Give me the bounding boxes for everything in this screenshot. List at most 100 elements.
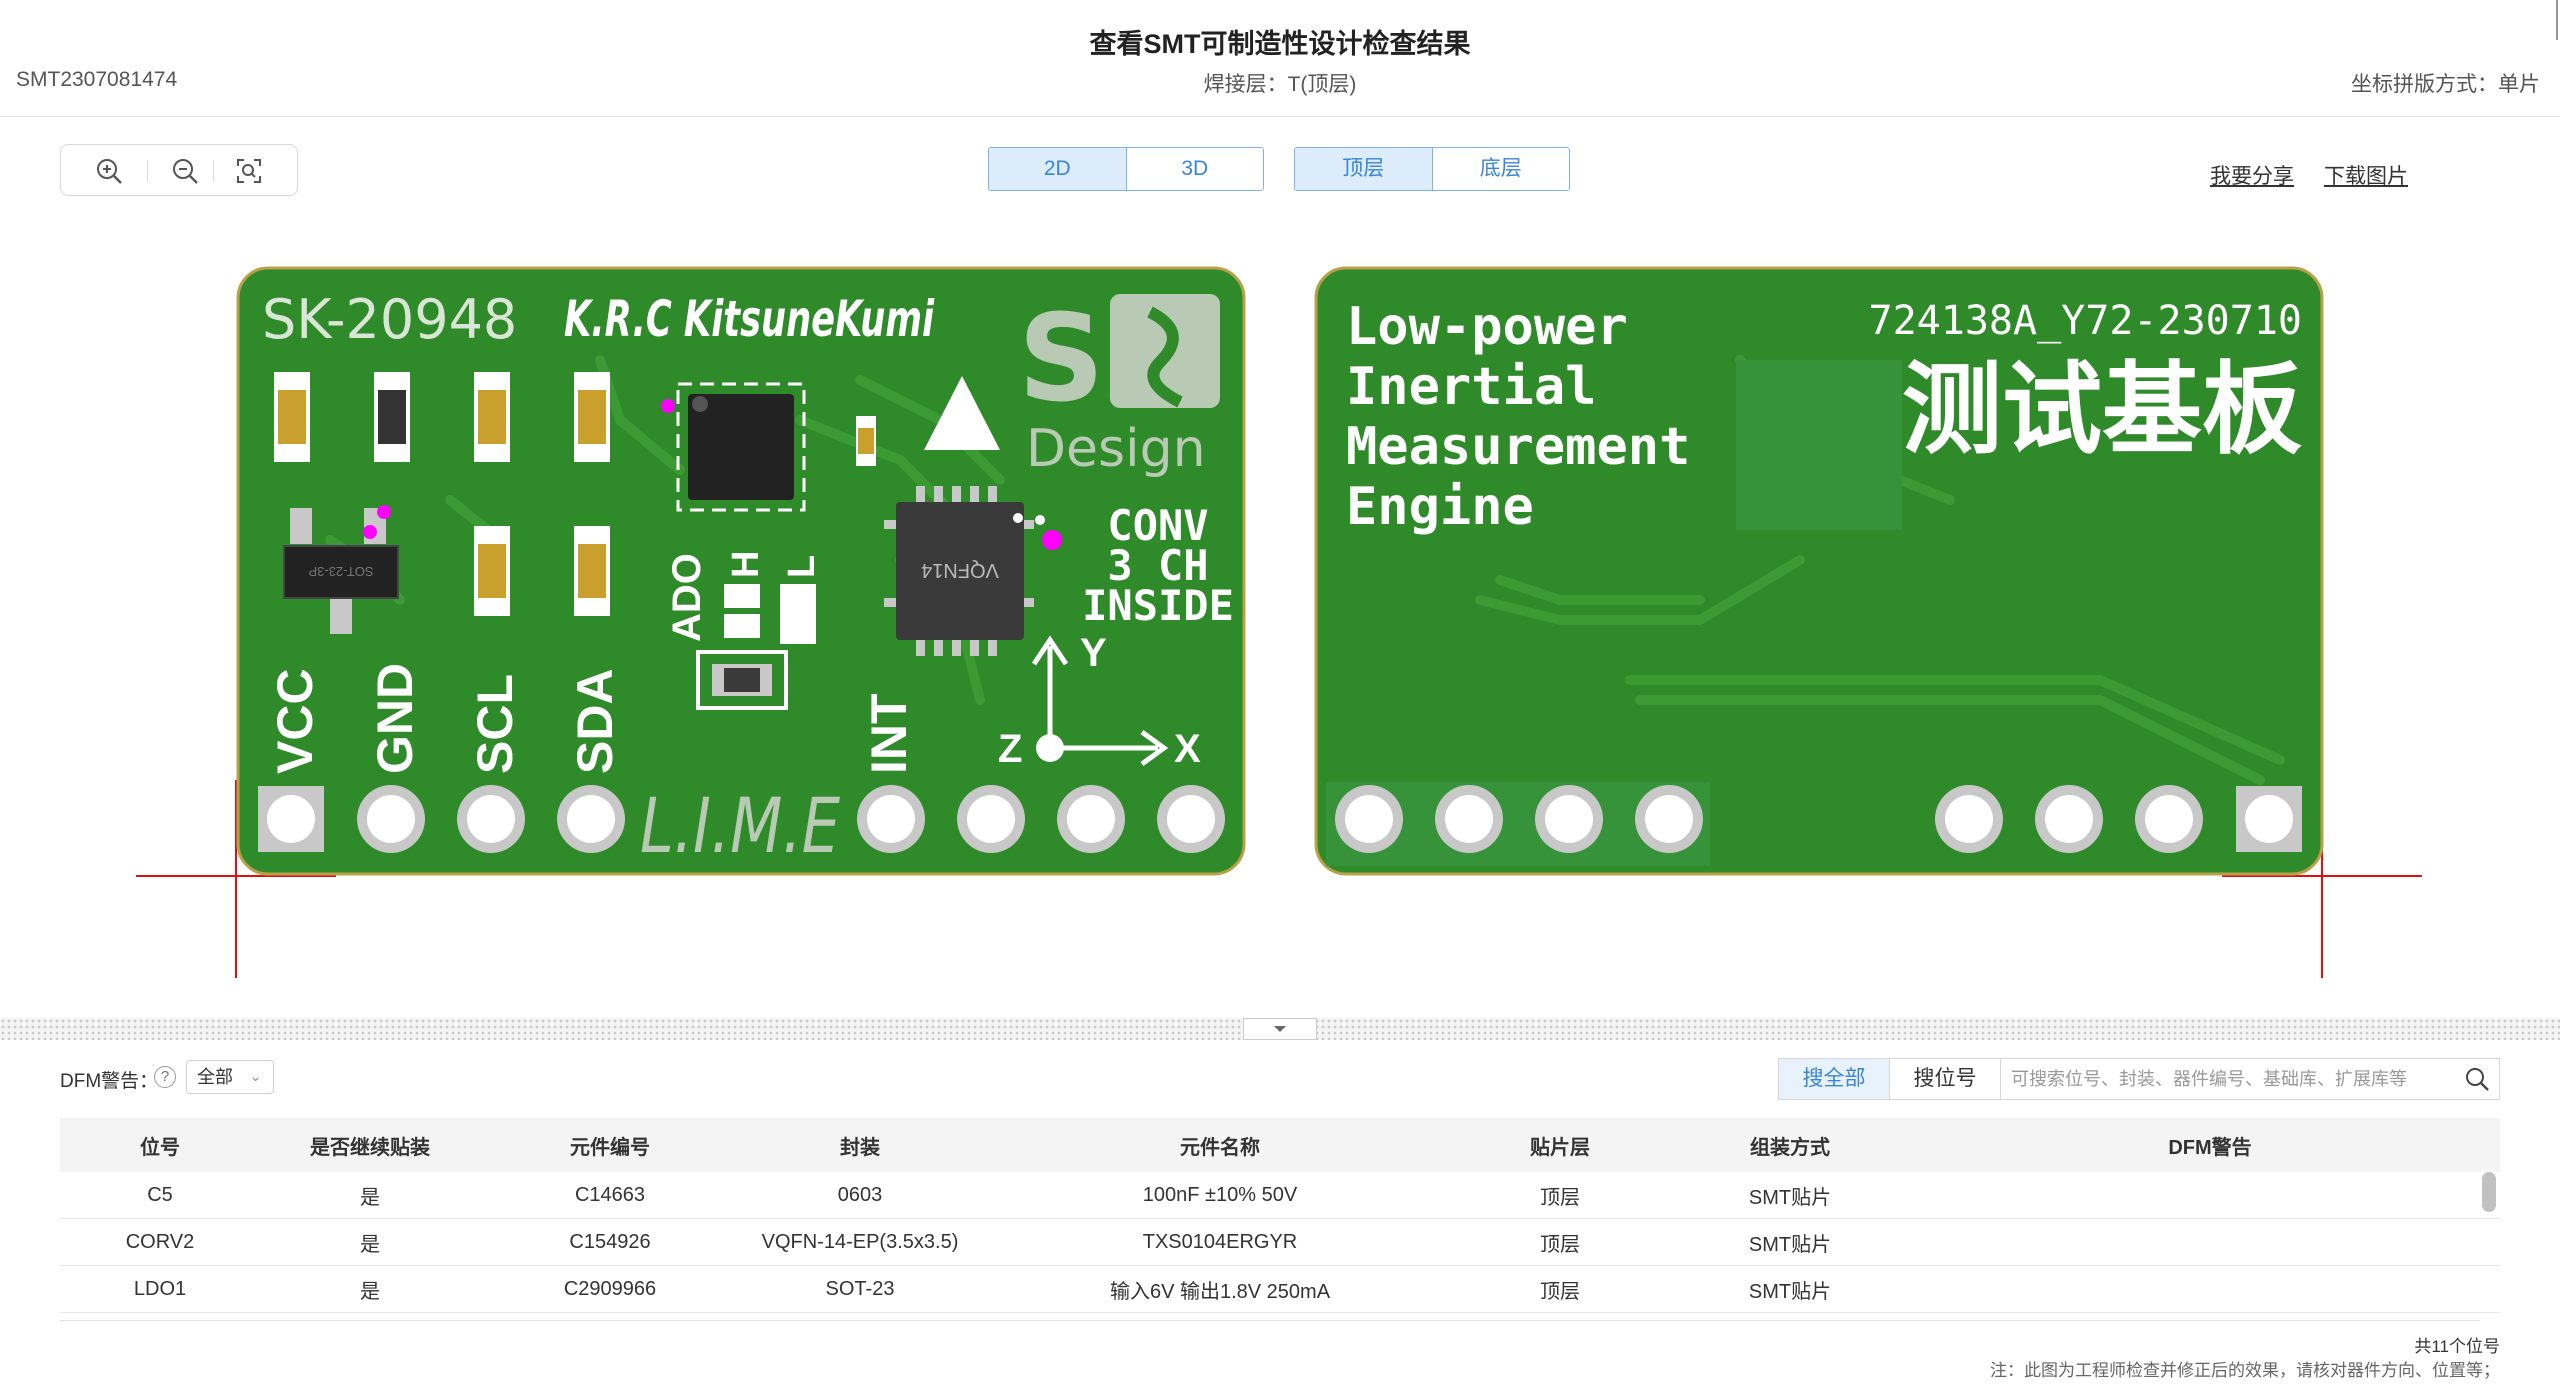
dfm-filter-select[interactable]: 全部 ⌄ bbox=[186, 1060, 274, 1094]
zoom-in-icon[interactable] bbox=[93, 155, 125, 187]
dfm-warning-label: DFM警告： bbox=[60, 1071, 159, 1092]
layer-toggle: 顶层 底层 bbox=[1294, 147, 1570, 191]
cell-assembly: SMT贴片 bbox=[1660, 1218, 1920, 1266]
table-row[interactable]: LDO1 是 C2909966 SOT-23 输入6V 输出1.8V 250mA… bbox=[60, 1265, 2500, 1313]
ado-l-label: L bbox=[781, 555, 823, 578]
cell-layer: 顶层 bbox=[1460, 1218, 1660, 1266]
orientation-triangle bbox=[924, 376, 1000, 450]
cell-continue: 是 bbox=[260, 1172, 480, 1219]
search-bar: 搜全部 搜位号 bbox=[1778, 1058, 2500, 1100]
footer-note: 注：此图为工程师检查并修正后的效果，请核对器件方向、位置等； bbox=[1990, 1361, 2500, 1380]
resistor-small bbox=[856, 416, 876, 466]
pin-label-int: INT bbox=[861, 693, 917, 774]
pin-label-sda: SDA bbox=[567, 668, 623, 774]
svg-text:S: S bbox=[1018, 290, 1104, 429]
conv-text-line2: 3 CH bbox=[1107, 541, 1208, 590]
table-row[interactable]: C5 是 C14663 0603 100nF ±10% 50V 顶层 SMT贴片 bbox=[60, 1172, 2500, 1219]
col-header-part-name[interactable]: 元件名称 bbox=[980, 1118, 1460, 1172]
qfn-chip bbox=[661, 382, 806, 512]
cell-part-no: C14663 bbox=[480, 1172, 740, 1219]
zoom-toolbar bbox=[60, 144, 298, 196]
cell-part-name: TXS0104ERGYR bbox=[980, 1218, 1460, 1266]
zoom-out-icon[interactable] bbox=[169, 155, 201, 187]
vqfn14-chip: VQFN14 bbox=[884, 486, 1062, 656]
view-3d-button[interactable]: 3D bbox=[1125, 148, 1263, 190]
board-part-number: SK-20948 bbox=[262, 288, 517, 351]
capacitor-row-top bbox=[274, 372, 610, 462]
pcb-top-view: SK-20948 K.R.C KitsuneKumi S Design bbox=[236, 266, 1246, 876]
col-header-continue[interactable]: 是否继续贴装 bbox=[260, 1118, 480, 1172]
window-edge bbox=[2556, 0, 2558, 40]
share-link[interactable]: 我要分享 bbox=[2210, 165, 2294, 188]
col-header-assembly[interactable]: 组装方式 bbox=[1660, 1118, 1920, 1172]
cell-assembly: SMT贴片 bbox=[1660, 1265, 1920, 1313]
header-pads-bottom bbox=[1335, 785, 2302, 853]
bottom-text-line4: Engine bbox=[1346, 477, 1534, 537]
pcb-preview-canvas[interactable]: SK-20948 K.R.C KitsuneKumi S Design bbox=[0, 240, 2560, 1000]
conv-text-line1: CONV bbox=[1107, 501, 1208, 550]
chevron-down-icon: ⌄ bbox=[250, 1069, 261, 1084]
chevron-down-icon bbox=[1274, 1026, 1286, 1032]
cell-dfm bbox=[1920, 1172, 2500, 1219]
cell-layer: 顶层 bbox=[1460, 1265, 1660, 1313]
download-image-link[interactable]: 下载图片 bbox=[2324, 165, 2408, 188]
col-header-part-no[interactable]: 元件编号 bbox=[480, 1118, 740, 1172]
bottom-board-code: 724138A_Y72-230710 bbox=[1869, 298, 2302, 344]
board-brand: K.R.C KitsuneKumi bbox=[564, 290, 934, 348]
search-position-tab[interactable]: 搜位号 bbox=[1890, 1059, 2001, 1099]
dfm-select-value: 全部 bbox=[197, 1067, 233, 1087]
bottom-text-line1: Low-power bbox=[1346, 297, 1628, 357]
ado-jumper: ADO H L bbox=[665, 551, 823, 710]
origin-marker-left bbox=[136, 780, 336, 978]
cell-part-name: 100nF ±10% 50V bbox=[980, 1172, 1460, 1219]
cell-part-name: 输入6V 输出1.8V 250mA bbox=[980, 1265, 1460, 1313]
cell-continue: 是 bbox=[260, 1218, 480, 1266]
axis-z-label: Z bbox=[998, 727, 1022, 771]
cell-layer: 顶层 bbox=[1460, 1172, 1660, 1219]
collapse-handle[interactable] bbox=[1243, 1018, 1317, 1040]
sot23-label: SOT-23-3P bbox=[308, 564, 373, 579]
cell-package: VQFN-14-EP(3.5x3.5) bbox=[740, 1218, 980, 1266]
view-2d-button[interactable]: 2D bbox=[989, 148, 1126, 190]
cell-assembly: SMT贴片 bbox=[1660, 1172, 1920, 1219]
search-icon[interactable] bbox=[2455, 1059, 2499, 1099]
zoom-separator bbox=[213, 160, 214, 182]
cell-package: 0603 bbox=[740, 1172, 980, 1219]
table-row[interactable]: CORV2 是 C154926 VQFN-14-EP(3.5x3.5) TXS0… bbox=[60, 1218, 2500, 1266]
cell-refdes: LDO1 bbox=[60, 1265, 260, 1313]
component-table: 位号 是否继续贴装 元件编号 封装 元件名称 贴片层 组装方式 DFM警告 C5… bbox=[60, 1118, 2500, 1313]
col-header-refdes[interactable]: 位号 bbox=[60, 1118, 260, 1172]
pin-label-scl: SCL bbox=[467, 674, 523, 774]
help-icon[interactable]: ? bbox=[154, 1066, 176, 1088]
vqfn14-label: VQFN14 bbox=[921, 559, 999, 581]
search-all-tab[interactable]: 搜全部 bbox=[1779, 1059, 1890, 1099]
cell-part-no: C2909966 bbox=[480, 1265, 740, 1313]
page-title: 查看SMT可制造性设计检查结果 bbox=[1089, 29, 1471, 59]
pin-label-vcc: VCC bbox=[267, 668, 323, 774]
search-input[interactable] bbox=[2001, 1059, 2455, 1099]
col-header-layer[interactable]: 贴片层 bbox=[1460, 1118, 1660, 1172]
logo-design-text: Design bbox=[1026, 419, 1206, 479]
header-divider bbox=[0, 116, 2560, 117]
panel-mode-info: 坐标拼版方式：单片 bbox=[2351, 73, 2540, 96]
cell-dfm bbox=[1920, 1265, 2500, 1313]
cell-refdes: CORV2 bbox=[60, 1218, 260, 1266]
bottom-text-line3: Measurement bbox=[1346, 417, 1690, 477]
copper-pour bbox=[1736, 360, 1902, 530]
fit-screen-icon[interactable] bbox=[233, 155, 265, 187]
table-scrollbar[interactable] bbox=[2482, 1172, 2496, 1212]
design-logo: S Design bbox=[1018, 290, 1220, 479]
col-header-dfm[interactable]: DFM警告 bbox=[1920, 1118, 2500, 1172]
pcb-bottom-view: Low-power Inertial Measurement Engine 72… bbox=[1314, 266, 2324, 876]
view-mode-toggle: 2D 3D bbox=[988, 147, 1264, 191]
layer-bottom-button[interactable]: 底层 bbox=[1431, 148, 1569, 190]
pin-label-gnd: GND bbox=[367, 663, 423, 774]
layer-top-button[interactable]: 顶层 bbox=[1295, 148, 1432, 190]
cell-refdes: C5 bbox=[60, 1172, 260, 1219]
table-bottom-border bbox=[60, 1320, 2480, 1321]
ado-label: ADO bbox=[665, 553, 709, 642]
table-header-row: 位号 是否继续贴装 元件编号 封装 元件名称 贴片层 组装方式 DFM警告 bbox=[60, 1118, 2500, 1172]
col-header-package[interactable]: 封装 bbox=[740, 1118, 980, 1172]
order-number: SMT2307081474 bbox=[16, 68, 178, 91]
cell-continue: 是 bbox=[260, 1265, 480, 1313]
